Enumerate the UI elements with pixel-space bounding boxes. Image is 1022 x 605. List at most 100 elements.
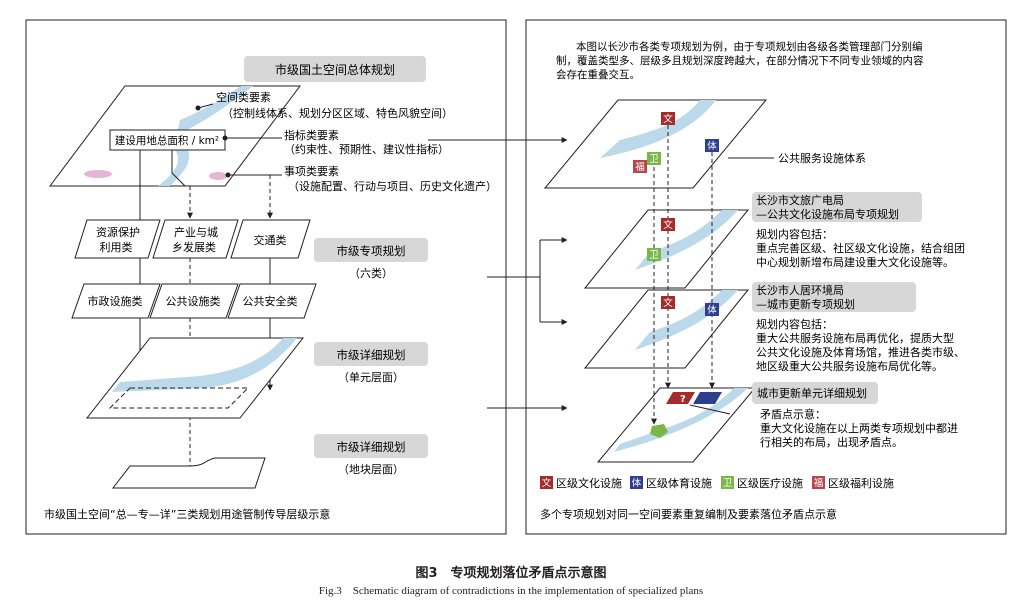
plan2-content-3: 公共文化设施及体育场馆，推进各类市级、: [756, 345, 965, 359]
cross-panel-arrows: [428, 137, 568, 411]
category-public-shape: [149, 283, 239, 319]
svg-text:文: 文: [663, 219, 673, 231]
special-plan-title: 市级专项规划: [337, 244, 406, 258]
right-panel: 本图以长沙市各类专项规划为例，由于专项规划由各级各类管理部门分别编 制，覆盖类型…: [525, 19, 1007, 535]
public-service-river: [600, 100, 716, 158]
legend-sports: 体 区级体育设施: [630, 476, 712, 490]
welfare-icon-top: 福: [633, 160, 647, 173]
category-resource-shape: [74, 219, 161, 259]
conflict-sports-area: [693, 392, 722, 404]
figure-caption-cn: 图3 专项规划落位矛盾点示意图: [415, 566, 607, 581]
indicator-elements-detail: （约束性、预期性、建议性指标）: [284, 142, 449, 156]
pointer-space-dot: [195, 105, 201, 111]
pink-area-2: [209, 172, 227, 180]
svg-text:区级文化设施: 区级文化设施: [556, 476, 622, 490]
plan3-river: [614, 388, 748, 452]
svg-text:体: 体: [707, 304, 717, 316]
sports-icon-top: 体: [705, 139, 719, 152]
culture-icon-plan1: 文: [661, 218, 675, 231]
item-elements-detail: （设施配置、行动与项目、历史文化遗产）: [288, 179, 497, 193]
pointer-space: [197, 103, 214, 109]
plan2-content-4: 地区级重大公共服务设施布局优化等。: [756, 359, 943, 373]
master-plan-river-lower: [158, 150, 190, 186]
unit-plan-title: 市级详细规划: [337, 348, 406, 362]
plan3-title: 城市更新单元详细规划: [757, 386, 867, 400]
unit-plan-sub: （单元层面）: [338, 371, 404, 384]
plan1-title-2: —公共文化设施布局专项规划: [756, 207, 899, 221]
category-resource-line2: 利用类: [100, 240, 133, 254]
right-footnote: 多个专项规划对同一空间要素重复编制及要素落位矛盾点示意: [540, 507, 837, 521]
category-industry-line2: 乡发展类: [172, 240, 216, 254]
intro-line-1: 本图以长沙市各类专项规划为例，由于专项规划由各级各类管理部门分别编: [576, 40, 923, 53]
plan2-content-1: 规划内容包括：: [756, 317, 833, 331]
plan2-content-2: 重大公共服务设施布局再优化，提质大型: [756, 331, 954, 345]
plan2-title-2: —城市更新专项规划: [756, 297, 855, 311]
public-service-label: 公共服务设施体系: [778, 151, 866, 165]
category-public-label: 公共设施类: [166, 294, 221, 308]
category-municipal-shape: [71, 283, 161, 319]
svg-text:区级福利设施: 区级福利设施: [828, 476, 894, 490]
intro-line-2: 制，覆盖类型多、层级多且规划深度跨越大，在部分情况下不同专业领域的内容: [556, 54, 924, 67]
plan2-label-bg: [752, 282, 916, 312]
plan3-label-bg: [752, 382, 878, 404]
svg-text:文: 文: [542, 477, 552, 489]
culture-icon-plan2: 文: [661, 296, 675, 309]
plan1-content-1: 规划内容包括：: [756, 227, 833, 241]
intro-line-3: 会存在重叠交互。: [556, 68, 640, 81]
category-municipal-label: 市政设施类: [88, 294, 143, 308]
pink-area-1: [84, 170, 112, 178]
svg-text:福: 福: [635, 161, 645, 173]
svg-text:区级体育设施: 区级体育设施: [646, 476, 712, 490]
legend-welfare: 福 区级福利设施: [812, 476, 894, 490]
construction-area-label: 建设用地总面积 / km²: [115, 134, 219, 147]
svg-text:卫: 卫: [649, 154, 659, 165]
space-elements-title: 空间类要素: [216, 90, 271, 104]
master-plan-label-bg: [244, 56, 426, 82]
plot-label-bg: [314, 434, 428, 458]
category-resource-line1: 资源保护: [96, 225, 140, 239]
figure-caption-en: Fig.3 Schematic diagram of contradiction…: [318, 585, 704, 597]
plan1-content-3: 中心规划新增布局建设重大文化设施等。: [756, 255, 954, 269]
unit-river: [112, 338, 297, 392]
left-footnote: 市级国土空间“总—专—详”三类规划用途管制传导层级示意: [44, 507, 330, 521]
conflict-line-3: 行相关的布局，出现矛盾点。: [760, 435, 903, 449]
category-traffic-label: 交通类: [254, 233, 287, 247]
svg-text:体: 体: [707, 140, 717, 152]
space-elements-detail: （控制线体系、规划分区区域、特色风貌空间）: [222, 106, 453, 120]
culture-icon-top: 文: [661, 112, 675, 125]
unit-label-bg: [314, 342, 428, 366]
svg-text:区级医疗设施: 区级医疗设施: [737, 476, 803, 490]
master-plan-title: 市级国土空间总体规划: [275, 62, 395, 77]
unit-dashed-area: [108, 387, 250, 409]
svg-text:文: 文: [663, 113, 673, 125]
svg-text:文: 文: [663, 297, 673, 309]
svg-text:福: 福: [814, 477, 824, 489]
legend-medical: 卫 区级医疗设施: [721, 476, 803, 490]
plan2-title-1: 长沙市人居环境局: [756, 283, 844, 297]
category-industry-line1: 产业与城: [174, 225, 218, 239]
medical-icon-top: 卫: [647, 152, 661, 165]
special-plan-sub: （六类）: [349, 266, 393, 280]
plot-plan-sub: （地块层面）: [338, 463, 404, 476]
category-safety-label: 公共安全类: [243, 294, 298, 308]
item-elements-title: 事项类要素: [284, 164, 339, 178]
pointer-item-dot: [225, 172, 231, 178]
svg-text:卫: 卫: [649, 250, 659, 261]
conflict-culture-area: [666, 392, 695, 404]
plan1-title-1: 长沙市文旅广电局: [756, 193, 844, 207]
plot-plane: [111, 457, 266, 489]
indicator-elements-title: 指标类要素: [284, 128, 339, 142]
svg-text:体: 体: [632, 477, 642, 489]
category-industry-shape: [152, 219, 239, 259]
right-panel-frame: [525, 19, 1007, 535]
svg-text:卫: 卫: [723, 478, 733, 489]
conflict-line-1: 矛盾点示意：: [760, 407, 826, 421]
special-plan-label-bg: [314, 238, 428, 262]
connector-construction-down: [171, 150, 186, 187]
sports-icon-plan2: 体: [705, 303, 719, 316]
pointer-indicator-dot: [222, 135, 228, 141]
legend-culture: 文 区级文化设施: [540, 476, 622, 490]
plot-plan-title: 市级详细规划: [337, 440, 406, 454]
plan1-content-2: 重点完善区级、社区级文化设施，结合组团: [756, 241, 965, 255]
